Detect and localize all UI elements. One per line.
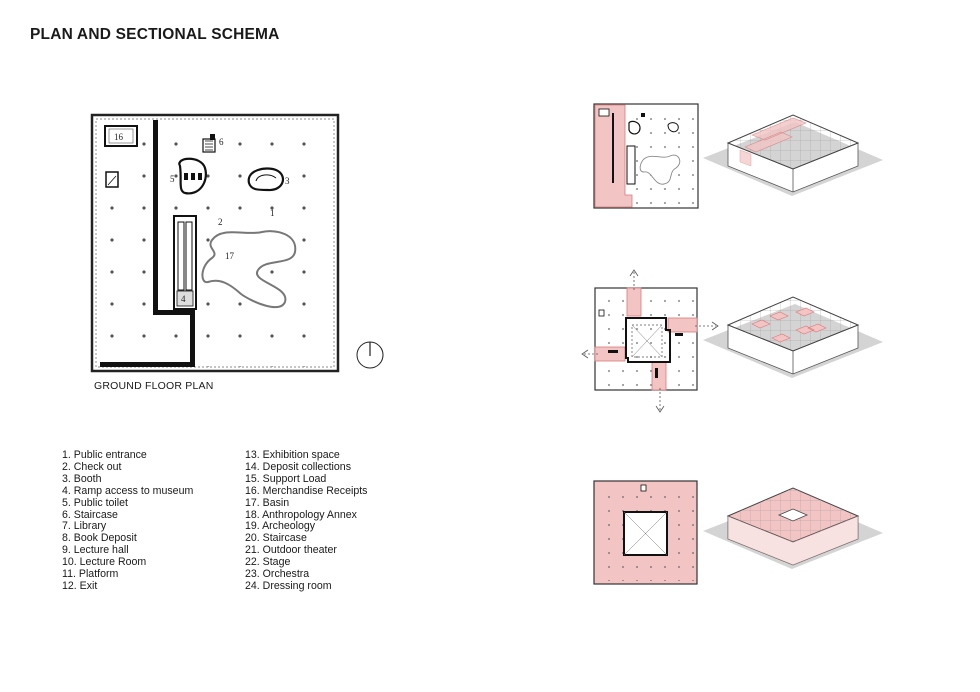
legend-item: 9. Lecture hall <box>62 544 129 557</box>
legend-item: 1. Public entrance <box>62 449 147 461</box>
label-3: 3 <box>285 176 290 186</box>
legend-column-1: 1. Public entrance 2. Check out 3. Booth… <box>62 449 194 593</box>
page-title: PLAN AND SECTIONAL SCHEMA <box>30 26 280 43</box>
legend-item: 22. Stage <box>245 556 291 569</box>
legend-item: 20. Staircase <box>245 532 307 545</box>
legend-item: 23. Orchestra <box>245 568 310 581</box>
booth-3: 3 <box>247 167 290 192</box>
label-1: 1 <box>270 208 275 218</box>
axonometric-3 <box>703 487 883 569</box>
legend-item: 16. Merchandise Receipts <box>245 484 368 497</box>
legend-item: 12. Exit <box>62 579 98 592</box>
schema-row-1-plan <box>593 103 699 209</box>
north-arrow-icon <box>356 341 384 369</box>
staircase: 6 <box>202 134 224 153</box>
axonometric-2 <box>703 296 883 378</box>
label-5: 5 <box>170 174 175 184</box>
legend-item: 17. Basin <box>245 496 290 509</box>
legend-item: 24. Dressing room <box>245 579 332 592</box>
label-2: 2 <box>218 217 223 227</box>
legend-item: 4. Ramp access to museum <box>62 484 194 497</box>
public-toilet: 5 <box>170 157 207 195</box>
label-6: 6 <box>219 137 224 147</box>
axonometric-1 <box>703 114 883 196</box>
legend-item: 13. Exhibition space <box>245 449 340 461</box>
legend-item: 14. Deposit collections <box>245 460 351 473</box>
legend-item: 15. Support Load <box>245 472 327 485</box>
ground-floor-plan-label: GROUND FLOOR PLAN <box>94 380 214 392</box>
small-stair-marker <box>105 171 119 188</box>
basin: 17 <box>201 230 297 308</box>
legend-item: 11. Platform <box>62 568 119 581</box>
legend-item: 10. Lecture Room <box>62 556 147 569</box>
legend-item: 21. Outdoor theater <box>245 544 337 557</box>
schema-row-2-plan <box>581 269 719 413</box>
legend-item: 19. Archeology <box>245 520 316 533</box>
label-4: 4 <box>181 294 186 304</box>
ground-floor-plan: 16 4 5 6 <box>90 113 384 373</box>
legend-item: 3. Booth <box>62 472 102 485</box>
legend-column-2: 13. Exhibition space 14. Deposit collect… <box>245 449 368 593</box>
label-17: 17 <box>225 251 235 261</box>
ramp-access: 4 <box>173 215 197 310</box>
label-16: 16 <box>114 132 124 142</box>
interior-wall <box>153 120 158 310</box>
legend-item: 7. Library <box>62 520 107 533</box>
legend-item: 8. Book Deposit <box>62 532 137 545</box>
schema-row-3-plan <box>593 480 698 585</box>
legend-item: 18. Anthropology Annex <box>245 508 357 521</box>
legend-item: 5. Public toilet <box>62 496 128 509</box>
merchandise-booth: 16 <box>104 125 138 147</box>
legend-item: 6. Staircase <box>62 508 118 521</box>
legend-item: 2. Check out <box>62 460 122 473</box>
